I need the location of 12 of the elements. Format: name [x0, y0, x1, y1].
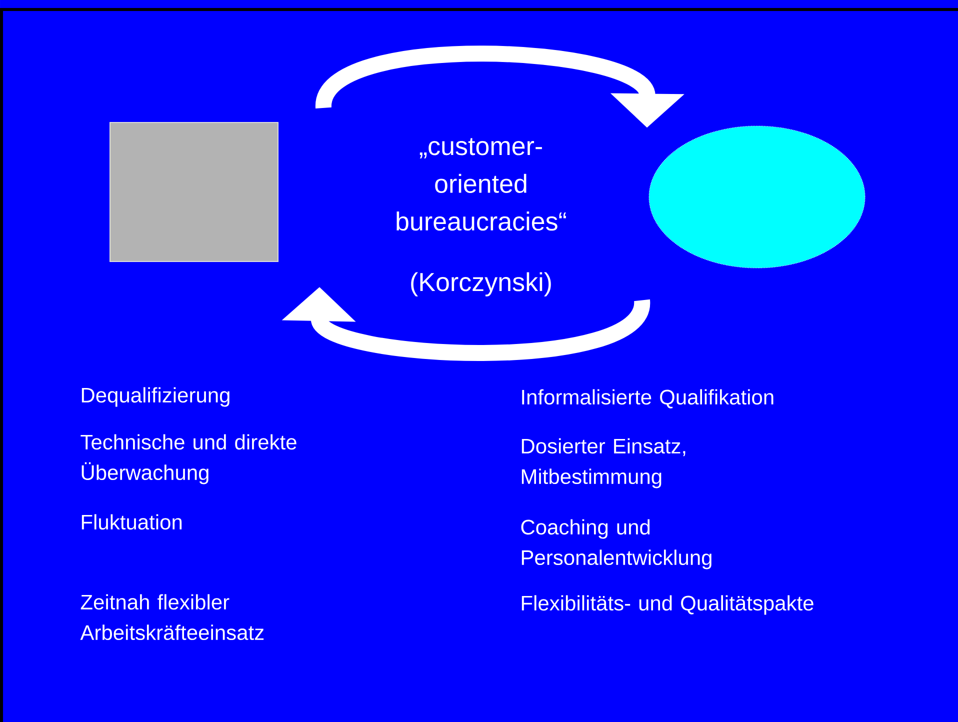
ellipse-shape [648, 126, 866, 268]
list-item: Dosierter Einsatz, Mitbestimmung [522, 438, 686, 488]
list-item: Informalisierte Qualifikation [522, 389, 774, 408]
author-text: (Korczynski) [411, 272, 551, 296]
list-item: Coaching und Personalentwicklung [521, 519, 712, 570]
rectangle-shape [110, 122, 278, 262]
list-item: Technische und direkte Überwachung [80, 434, 296, 484]
list-item: Flexibilitäts- und Qualitätspakte [522, 595, 814, 615]
center-text: „customer- oriented bureaucracies“ [396, 138, 566, 231]
list-item: Dequalifizierung [82, 387, 230, 407]
list-item: Zeitnah flexibler Arbeitskräfteeinsatz [80, 594, 264, 640]
list-item: Fluktuation [82, 514, 182, 530]
